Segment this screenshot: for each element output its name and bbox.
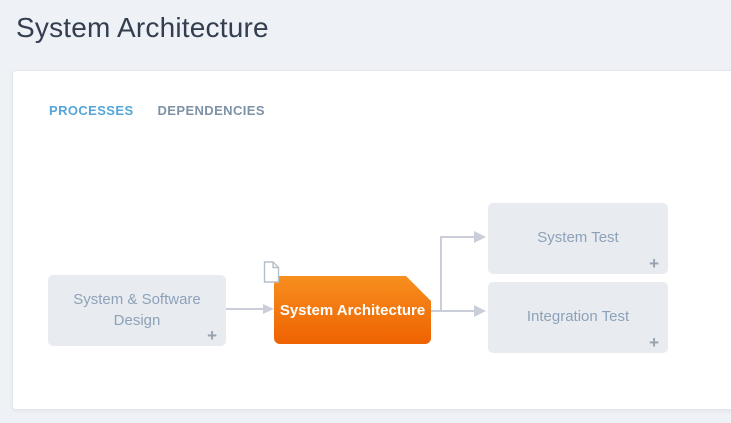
add-icon[interactable]: + [649,333,659,352]
tab-dependencies[interactable]: DEPENDENCIES [157,103,265,118]
content-card: PROCESSES DEPENDENCIES System & Software… [12,70,731,410]
page-title: System Architecture [16,12,269,43]
node-label: System & Software Design [73,291,201,329]
node-system-architecture[interactable]: System Architecture [274,276,431,344]
node-label: System Test [537,229,619,247]
node-integration-test[interactable]: Integration Test + [488,282,668,353]
process-diagram: System & Software Design + System Archit… [13,71,731,409]
node-label: System Architecture [279,301,426,319]
add-icon[interactable]: + [649,254,659,273]
tab-processes[interactable]: PROCESSES [49,103,134,118]
node-system-software-design[interactable]: System & Software Design + [48,275,226,346]
node-label: Integration Test [526,308,630,326]
node-system-test[interactable]: System Test + [488,203,668,274]
add-icon[interactable]: + [207,326,217,345]
document-icon[interactable] [263,261,280,283]
tab-bar: PROCESSES DEPENDENCIES [49,103,265,118]
